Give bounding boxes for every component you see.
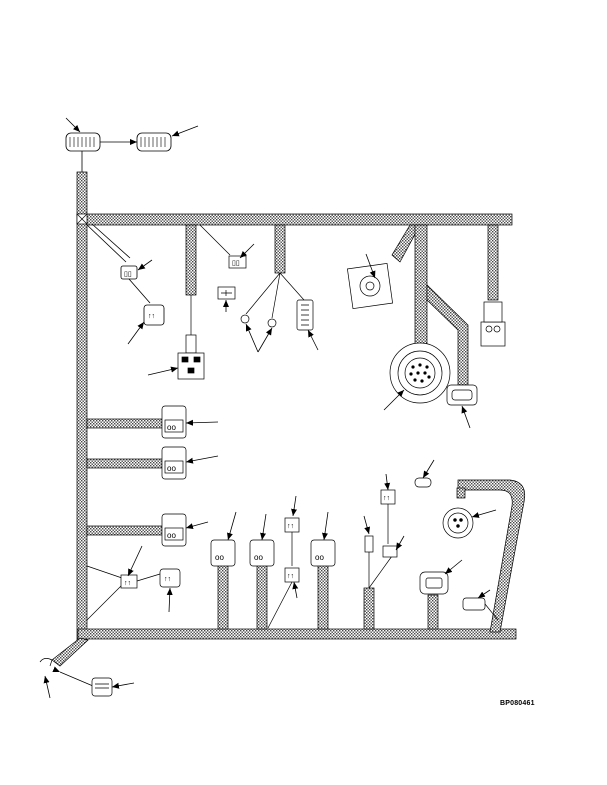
svg-text:↑↑: ↑↑ <box>164 576 171 583</box>
svg-text:oo: oo <box>167 464 176 473</box>
ring-terminal-2 <box>267 318 277 328</box>
svg-text:oo: oo <box>167 423 176 432</box>
relay-branch <box>177 224 205 380</box>
connector-c29 <box>159 568 181 588</box>
connector-c30 <box>91 677 113 697</box>
connector-c12 <box>480 321 506 347</box>
connector-c23 <box>382 545 398 558</box>
ring-terminal-1 <box>240 314 250 324</box>
svg-text:↑↑: ↑↑ <box>287 523 294 530</box>
connector-c2 <box>136 132 172 152</box>
connector-c18 <box>310 539 336 567</box>
connector-c4 <box>143 304 165 326</box>
trunk-left <box>76 213 88 641</box>
leader-arrows <box>43 117 497 699</box>
top-connector-pair <box>65 132 172 172</box>
svg-text:▯▯: ▯▯ <box>232 260 240 267</box>
svg-text:↑↑: ↑↑ <box>124 580 131 587</box>
trunk-bottom <box>77 628 517 640</box>
svg-text:oo: oo <box>167 531 176 540</box>
connector-c21 <box>364 535 374 553</box>
harness-trunks <box>76 171 526 641</box>
connector-c16 <box>210 539 236 567</box>
svg-text:↑↑: ↑↑ <box>287 573 294 580</box>
trunk-upper-stub <box>76 171 88 217</box>
svg-text:oo: oo <box>315 553 324 562</box>
svg-text:↑↑: ↑↑ <box>148 313 155 320</box>
bottom-connectors: oo oo oo ↑↑ ↑↑ ↑↑ <box>210 477 499 630</box>
lower-left-branch: ↑↑ ↑↑ <box>39 565 181 697</box>
svg-text:▯▯: ▯▯ <box>124 271 132 278</box>
round-connector-branch <box>347 224 506 406</box>
svg-text:oo: oo <box>215 553 224 562</box>
trunk-right-curve <box>457 479 526 633</box>
connector-c26 <box>414 477 432 488</box>
connector-c27 <box>462 597 486 611</box>
trunk-top <box>77 213 513 226</box>
svg-text:↑↑: ↑↑ <box>383 495 390 502</box>
figure-reference-code: BP080461 <box>500 700 535 707</box>
terminal-branch: ▯▯ <box>199 224 314 331</box>
diagonal-branch: ▯▯ ↑↑ <box>85 223 165 326</box>
svg-text:oo: oo <box>254 553 263 562</box>
left-side-connectors: oo oo oo <box>86 405 187 547</box>
connector-c1 <box>65 132 101 152</box>
connector-c6 <box>228 255 247 269</box>
